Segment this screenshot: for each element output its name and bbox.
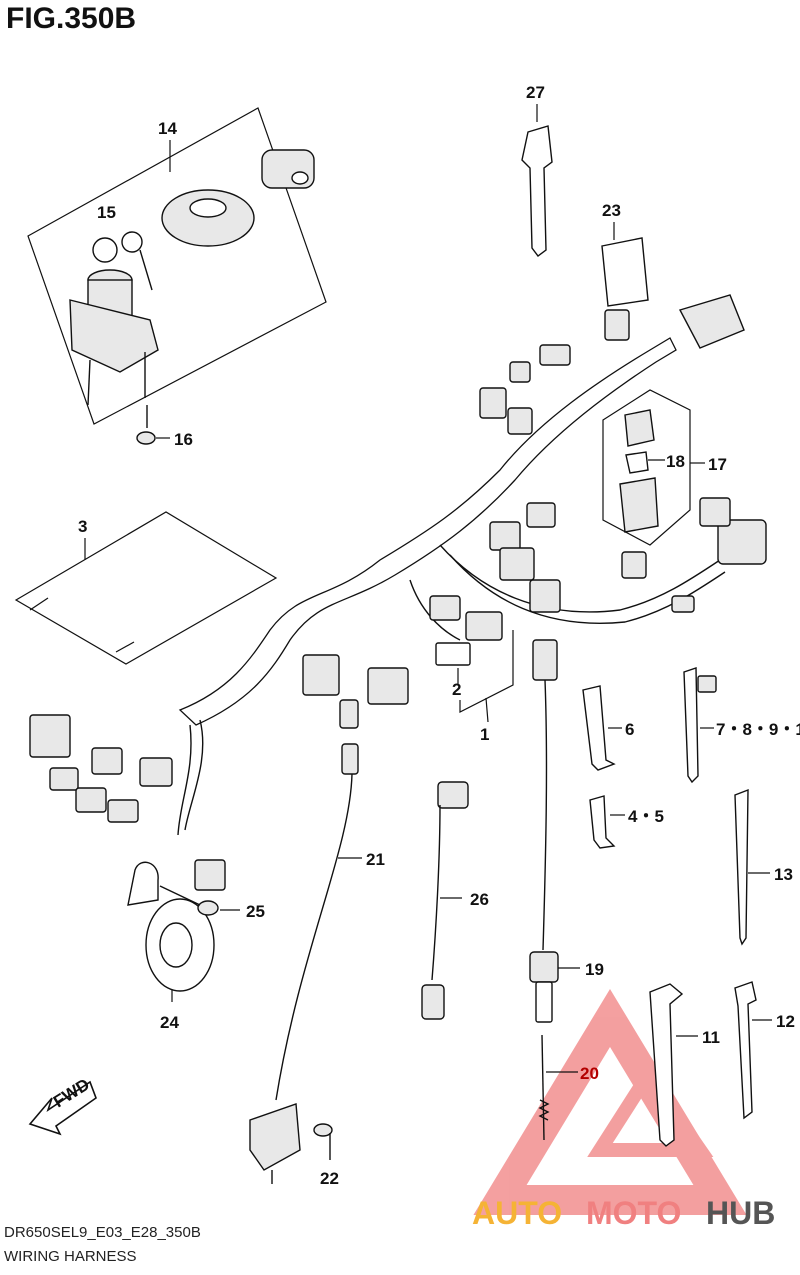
callout-6: 6 bbox=[625, 720, 634, 739]
key-27 bbox=[521, 104, 553, 257]
watermark-text: AUTO MOTO HUB bbox=[472, 1195, 775, 1231]
main-wiring-harness bbox=[29, 294, 767, 891]
callout-14: 14 bbox=[158, 119, 177, 138]
fuse-box-17 bbox=[602, 389, 705, 546]
bolt-25 bbox=[159, 885, 240, 916]
callout-12: 12 bbox=[776, 1012, 795, 1031]
callout-4-5: 4・5 bbox=[628, 807, 664, 826]
callout-26: 26 bbox=[470, 890, 489, 909]
label-sheet-3 bbox=[14, 511, 278, 665]
figure-name: WIRING HARNESS bbox=[4, 1248, 137, 1265]
figure-code: DR650SEL9_E03_E28_350B bbox=[4, 1224, 201, 1241]
callout-17: 17 bbox=[708, 455, 727, 474]
callout-19: 19 bbox=[585, 960, 604, 979]
screw-16 bbox=[136, 405, 170, 445]
callout-11: 11 bbox=[702, 1028, 720, 1047]
callout-21: 21 bbox=[366, 850, 385, 869]
callout-15: 15 bbox=[97, 203, 116, 222]
callout-7-10: 7・8・9・10 bbox=[716, 720, 800, 739]
lead-26 bbox=[421, 781, 469, 1020]
callout-2: 2 bbox=[452, 680, 461, 699]
callout-labels: 1 2 3 4・5 6 7・8・9・10 11 12 13 14 15 16 1… bbox=[78, 83, 800, 1188]
callout-13: 13 bbox=[774, 865, 793, 884]
callout-24: 24 bbox=[160, 1013, 179, 1032]
callout-20: 20 bbox=[580, 1064, 599, 1083]
clamp-11 bbox=[649, 983, 698, 1147]
watermark-logo bbox=[473, 989, 747, 1215]
watermark-auto: AUTO bbox=[472, 1195, 562, 1231]
ignition-set-box bbox=[27, 107, 327, 425]
callout-27: 27 bbox=[526, 83, 545, 102]
clamp-4-5 bbox=[589, 795, 625, 849]
clamp-band-7-10 bbox=[683, 667, 717, 784]
watermark-moto: MOTO bbox=[586, 1195, 681, 1231]
sensor-19 bbox=[529, 639, 580, 1023]
fwd-arrow-icon: FWD bbox=[28, 1075, 97, 1136]
callout-1: 1 bbox=[480, 725, 489, 744]
callout-16: 16 bbox=[174, 430, 193, 449]
clamp-6 bbox=[582, 685, 622, 771]
switch-21 bbox=[249, 743, 362, 1184]
callout-3: 3 bbox=[78, 517, 87, 536]
cable-tie-13 bbox=[734, 788, 770, 946]
watermark-hub: HUB bbox=[706, 1195, 775, 1231]
spring-20 bbox=[538, 1034, 578, 1141]
cable-tie-12 bbox=[734, 981, 772, 1120]
callout-23: 23 bbox=[602, 201, 621, 220]
figure-title: FIG.350B bbox=[6, 2, 137, 35]
relay-23 bbox=[601, 222, 649, 307]
horn-24 bbox=[127, 861, 215, 1002]
callout-22: 22 bbox=[320, 1169, 339, 1188]
screw-22 bbox=[313, 1123, 333, 1160]
callout-25: 25 bbox=[246, 902, 265, 921]
callout-18: 18 bbox=[666, 452, 685, 471]
